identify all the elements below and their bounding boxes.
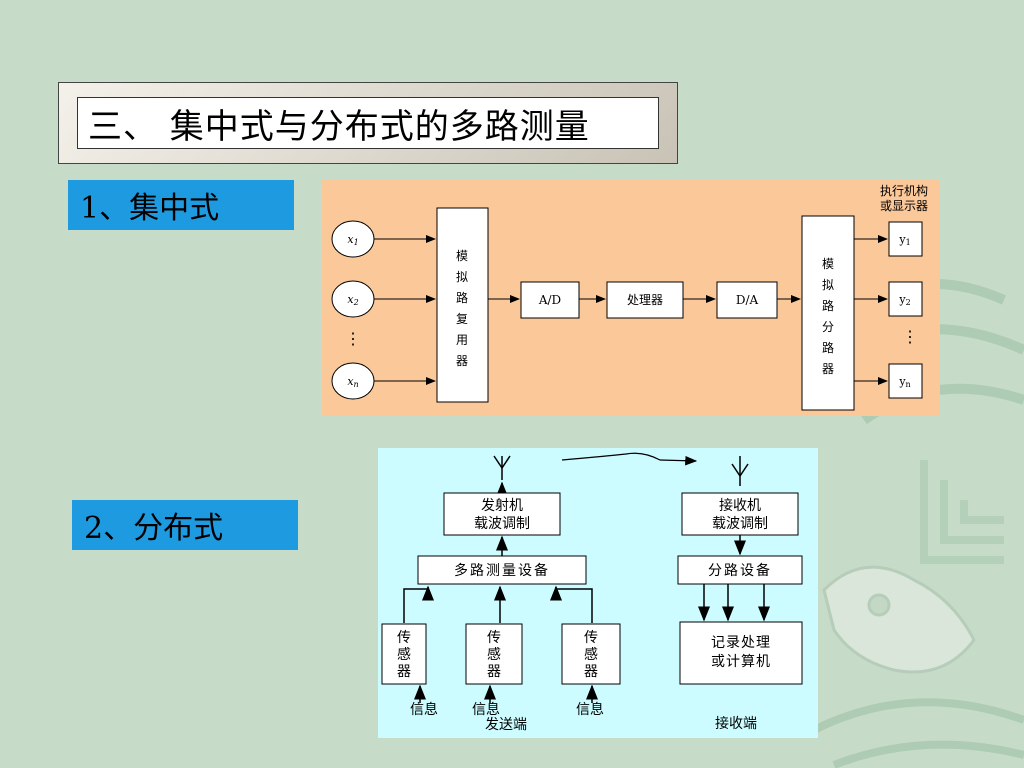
sensor-1-char-3: 器 [397, 664, 411, 680]
title-frame: 三、 集中式与分布式的多路测量 [58, 82, 678, 164]
demux-char-2: 拟 [822, 278, 834, 292]
svg-text:x2: x2 [347, 293, 358, 307]
mux-char-5: 用 [456, 333, 468, 347]
input-x1: x1 [331, 220, 375, 258]
sender-end-label: 发送端 [485, 717, 527, 733]
sensor-connectors [403, 585, 593, 623]
demux-char-3: 路 [822, 298, 834, 313]
info-label-3: 信息 [576, 701, 604, 718]
mux-label: 模 拟 路 复 用 器 [456, 249, 468, 368]
svg-text:y1: y1 [898, 233, 910, 247]
input-x2: x2 [331, 280, 375, 318]
demux-char-5: 路 [822, 340, 834, 355]
svg-text:xn: xn [347, 375, 358, 389]
input-xn: xn [331, 362, 375, 400]
output-y2-base: y [898, 293, 906, 306]
distributed-diagram: 发射机 载波调制 接收机 载波调制 多路测量设备 分路设备 [378, 448, 818, 738]
svg-text:yn: yn [898, 375, 910, 389]
centralized-diagram-svg: 执行机构 或显示器 x1 x2 ⋮ xn 模 拟 [331, 183, 928, 411]
demux-label: 模 拟 路 分 路 器 [822, 257, 834, 376]
recorder-line2: 或计算机 [711, 654, 771, 670]
demux-char-4: 分 [822, 320, 834, 334]
output-y2-sub: 2 [906, 298, 911, 307]
mux-char-4: 复 [456, 312, 468, 326]
actuator-label-line1: 执行机构 [880, 183, 928, 198]
demux-device-label: 分路设备 [708, 562, 772, 579]
sensor-label-1: 传 感 器 [397, 630, 411, 680]
recorder-box [679, 621, 803, 685]
input-ellipsis: ⋮ [345, 329, 361, 348]
demux-output-arrows [698, 584, 770, 622]
da-converter [716, 281, 778, 319]
section-label-distributed: 2、分布式 [72, 500, 298, 550]
wireless-signal-arrow [561, 452, 698, 466]
analog-multiplexer [436, 207, 489, 403]
sensor-2-char-3: 器 [487, 664, 501, 680]
sensor-2-char-2: 感 [487, 646, 501, 663]
da-label: D/A [736, 293, 759, 307]
multiplex-device-label: 多路测量设备 [454, 562, 550, 579]
sensor-3-char-2: 感 [584, 646, 598, 663]
demux-device-box [677, 555, 803, 585]
sensor-3-char-3: 器 [584, 664, 598, 680]
mux-char-3: 路 [456, 290, 468, 305]
distributed-diagram-svg: 发射机 载波调制 接收机 载波调制 多路测量设备 分路设备 [381, 452, 803, 733]
output-yn-sub: n [906, 380, 911, 389]
sensor-1-char-2: 感 [397, 646, 411, 663]
info-label-1: 信息 [410, 701, 438, 718]
input-xn-base: x [347, 375, 354, 388]
input-x2-sub: 2 [353, 298, 359, 307]
title-box: 三、 集中式与分布式的多路测量 [77, 97, 659, 149]
receiver-line1: 接收机 [719, 497, 761, 514]
sensor-3-char-1: 传 [584, 630, 598, 646]
receiver-line2: 载波调制 [712, 516, 768, 532]
sensor-1-char-1: 传 [397, 630, 411, 646]
output-y1-sub: 1 [906, 238, 911, 247]
recorder-line1: 记录处理 [711, 635, 771, 651]
transmit-antenna-icon [493, 455, 511, 480]
sensor-label-2: 传 感 器 [487, 630, 501, 680]
input-xn-sub: n [354, 380, 359, 389]
mux-char-6: 器 [456, 354, 468, 368]
section-label-centralized: 1、集中式 [68, 180, 294, 230]
input-x1-sub: 1 [354, 238, 359, 247]
processor-label: 处理器 [627, 293, 663, 307]
receive-antenna-icon [731, 456, 749, 486]
svg-text:x1: x1 [347, 233, 358, 247]
input-x2-base: x [347, 293, 354, 306]
centralized-diagram: 执行机构 或显示器 x1 x2 ⋮ xn 模 拟 [322, 180, 940, 416]
output-yn [888, 363, 923, 399]
output-y1 [888, 221, 923, 257]
sensor-box-1 [381, 623, 427, 685]
processor [606, 281, 684, 319]
transmitter-line2: 载波调制 [474, 516, 530, 532]
sensor-2-char-1: 传 [487, 630, 501, 646]
receiver-end-label: 接收端 [715, 715, 757, 732]
output-ellipsis: ⋮ [902, 327, 918, 346]
page-title: 三、 集中式与分布式的多路测量 [88, 106, 590, 147]
demux-char-6: 器 [822, 362, 834, 376]
mux-char-1: 模 [456, 249, 468, 263]
actuator-label-line2: 或显示器 [880, 199, 928, 213]
transmitter-box [443, 492, 561, 536]
svg-text:y2: y2 [898, 293, 910, 307]
ad-label: A/D [538, 293, 561, 307]
demux-char-1: 模 [822, 257, 834, 271]
sensor-box-2 [465, 623, 523, 685]
multiplex-device-box [417, 555, 587, 585]
output-yn-base: y [898, 375, 906, 388]
sensor-box-3 [561, 623, 621, 685]
output-y2 [888, 281, 923, 317]
sensor-label-3: 传 感 器 [584, 630, 598, 680]
info-label-2: 信息 [472, 701, 500, 718]
mux-char-2: 拟 [456, 270, 468, 284]
info-arrows [414, 684, 598, 703]
receiver-box [681, 492, 799, 536]
ad-converter [520, 281, 580, 319]
analog-demultiplexer [801, 215, 855, 411]
input-x1-base: x [347, 233, 354, 246]
transmitter-line1: 发射机 [481, 498, 523, 514]
output-y1-base: y [898, 233, 906, 246]
